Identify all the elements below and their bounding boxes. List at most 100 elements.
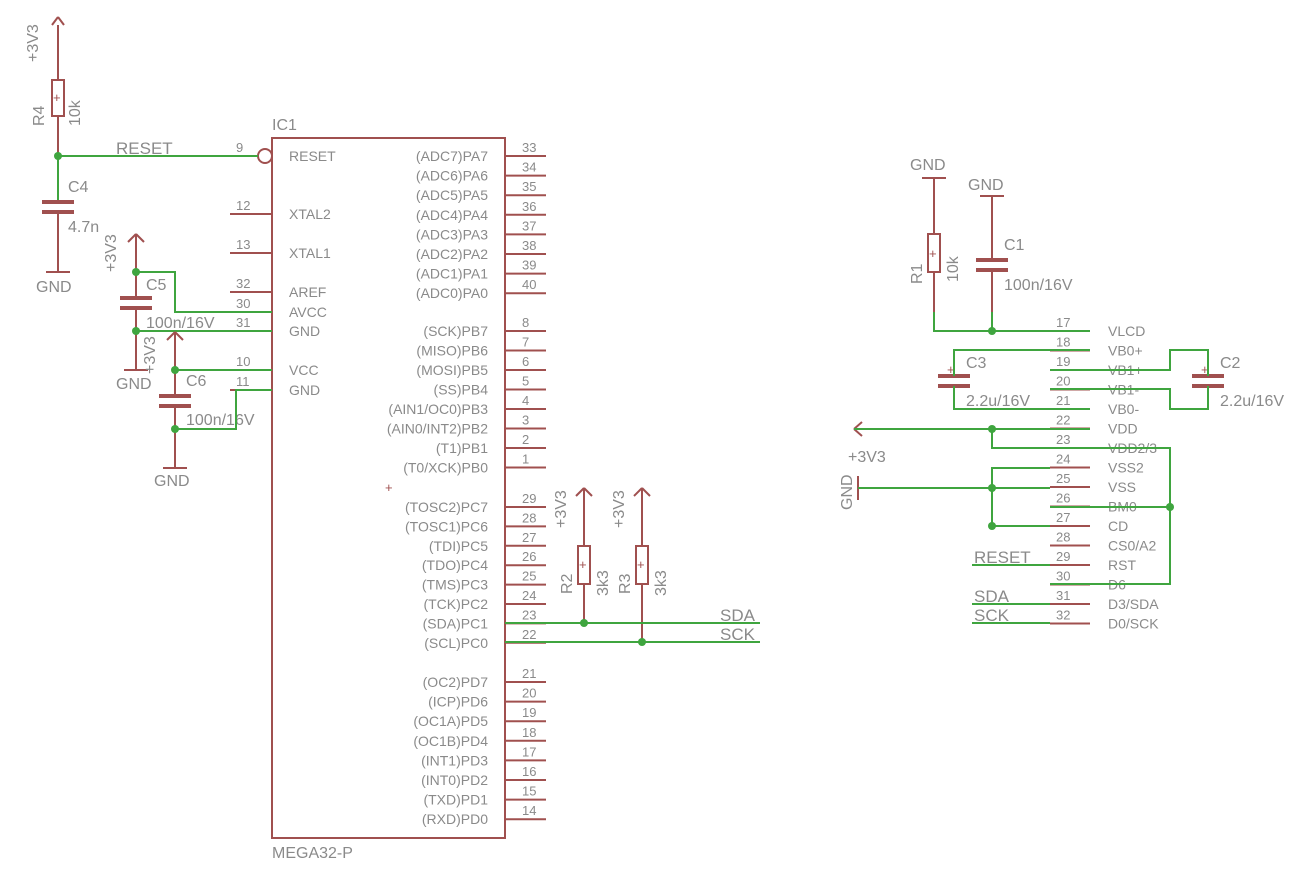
junction-bm0 — [1166, 503, 1174, 511]
ic1-pin-number: 28 — [522, 510, 536, 525]
c6-value: 100n/16V — [186, 412, 255, 429]
ic1-pin-label: (ADC7)PA7 — [416, 148, 488, 164]
ic1-pin-label: GND — [289, 323, 320, 339]
ic1-pin-number: 17 — [522, 744, 536, 759]
lcd-pin-number: 17 — [1056, 315, 1070, 330]
c3-bottom-wire — [953, 386, 1090, 410]
r4-resistor: + — [51, 16, 65, 156]
c2-value: 2.2u/16V — [1220, 393, 1284, 410]
c5-capacitor — [120, 233, 152, 371]
ic1-pin-label: (TOSC2)PC7 — [405, 499, 488, 515]
lcd-sck-label: SCK — [974, 606, 1010, 625]
ic1-pin-label: (AIN0/INT2)PB2 — [387, 421, 488, 437]
ic1-pin-number: 31 — [236, 315, 250, 330]
lcd-pin-number: 31 — [1056, 588, 1070, 603]
lcd-pin-label: D3/SDA — [1108, 596, 1159, 612]
r1-value: 10k — [945, 255, 962, 282]
vdd23-wire — [991, 429, 1171, 585]
ic1-pin-number: 16 — [522, 764, 536, 779]
svg-text:+: + — [53, 90, 61, 105]
origin-cross: + — [385, 480, 393, 495]
ic1-pin-number: 39 — [522, 258, 536, 273]
c3-top-wire — [953, 349, 1090, 376]
vss-wire — [991, 467, 1050, 527]
ic1-left-pins: 9RESET12XTAL213XTAL132AREF30AVCC31GND10V… — [230, 140, 336, 398]
c4-capacitor — [42, 200, 74, 273]
c4-name: C4 — [68, 179, 89, 196]
ic1-pin-label: (OC2)PD7 — [423, 674, 489, 690]
ic1-pin-number: 11 — [236, 374, 250, 389]
svg-text:+: + — [947, 362, 955, 377]
junction-vlcd — [988, 327, 996, 335]
r4-name: R4 — [31, 105, 48, 126]
gnd-label-c1: GND — [968, 177, 1004, 194]
junction-cd — [988, 522, 996, 530]
ic1-pin-label: (ADC0)PA0 — [416, 285, 488, 301]
ic1-pin-number: 18 — [522, 725, 536, 740]
ic1-pin-number: 12 — [236, 198, 250, 213]
gnd-label-c5: GND — [116, 376, 152, 393]
ic1-pin-label: (ADC1)PA1 — [416, 266, 488, 282]
ic1-name: IC1 — [272, 117, 297, 134]
ic1-pin-label: (MOSI)PB5 — [416, 362, 488, 378]
c5-name: C5 — [146, 277, 167, 294]
lcd-pin-number: 20 — [1056, 374, 1070, 389]
lcd-pin-number: 25 — [1056, 471, 1070, 486]
ic1-pin-number: 33 — [522, 140, 536, 155]
junction-c5-gnd — [132, 327, 140, 335]
ic1-pin-label: (TCK)PC2 — [423, 596, 488, 612]
ic1-pin-label: (SDA)PC1 — [423, 615, 489, 631]
ic1-pin-number: 3 — [522, 413, 529, 428]
ic1-pin-label: (OC1B)PD4 — [413, 733, 488, 749]
junction-sck — [638, 638, 646, 646]
gnd-label-c6: GND — [154, 473, 190, 490]
ic1-pin-label: GND — [289, 382, 320, 398]
r1-name: R1 — [909, 263, 926, 284]
reset-net-label: RESET — [116, 139, 173, 158]
ic1-pin-number: 10 — [236, 354, 250, 369]
junction-c5-top — [132, 268, 140, 276]
c5-value: 100n/16V — [146, 315, 215, 332]
r3-resistor: + — [633, 487, 651, 642]
ic1-pin-number: 14 — [522, 803, 536, 818]
r2-name: R2 — [559, 573, 576, 594]
lcd-pin-label: RST — [1108, 557, 1136, 573]
ic1-pin-label: (T0/XCK)PB0 — [403, 460, 488, 476]
avcc-wire — [136, 271, 272, 313]
v33-label-c5: +3V3 — [103, 234, 120, 272]
ic1-pin-label: XTAL2 — [289, 206, 331, 222]
ic1-pin-label: (T1)PB1 — [436, 440, 488, 456]
ic1-pin-number: 8 — [522, 315, 529, 330]
lcd-pin-number: 19 — [1056, 354, 1070, 369]
vlcd-wire — [933, 312, 1090, 332]
ic1-pin-number: 6 — [522, 354, 529, 369]
lcd-pin-label: VSS2 — [1108, 460, 1144, 476]
ic1-pin-label: (ICP)PD6 — [428, 694, 488, 710]
lcd-pin-number: 30 — [1056, 569, 1070, 584]
ic1-pin-label: AVCC — [289, 304, 327, 320]
svg-text:+: + — [1201, 362, 1209, 377]
c2-name: C2 — [1220, 355, 1241, 372]
lcd-pin-number: 18 — [1056, 335, 1070, 350]
ic1-pin-label: (TXD)PD1 — [423, 792, 488, 808]
c1-name: C1 — [1004, 237, 1025, 254]
lcd-pin-label: CD — [1108, 518, 1128, 534]
lcd-pin-label: D0/SCK — [1108, 616, 1159, 632]
lcd-pin-label: VDD — [1108, 421, 1138, 437]
ic1-pin-label: (OC1A)PD5 — [413, 713, 488, 729]
ic1-pin-number: 2 — [522, 432, 529, 447]
lcd-pin-number: 29 — [1056, 549, 1070, 564]
ic1-pin-label: VCC — [289, 362, 319, 378]
lcd-pin-label: VB0- — [1108, 401, 1139, 417]
gnd11-wire — [175, 389, 272, 430]
ic1-pin-number: 19 — [522, 705, 536, 720]
ic1-pin-label: (SCL)PC0 — [424, 635, 488, 651]
ic1-pin-number: 34 — [522, 160, 536, 175]
ic1-pin-number: 38 — [522, 238, 536, 253]
ic1-pin-label: (ADC3)PA3 — [416, 226, 488, 242]
lcd-pin-label: VSS — [1108, 479, 1136, 495]
ic1-pin-label: AREF — [289, 284, 326, 300]
ic1-pin-label: (ADC2)PA2 — [416, 246, 488, 262]
gnd-label-c4: GND — [36, 279, 72, 296]
ic1-pin-label: (TDI)PC5 — [429, 538, 488, 554]
